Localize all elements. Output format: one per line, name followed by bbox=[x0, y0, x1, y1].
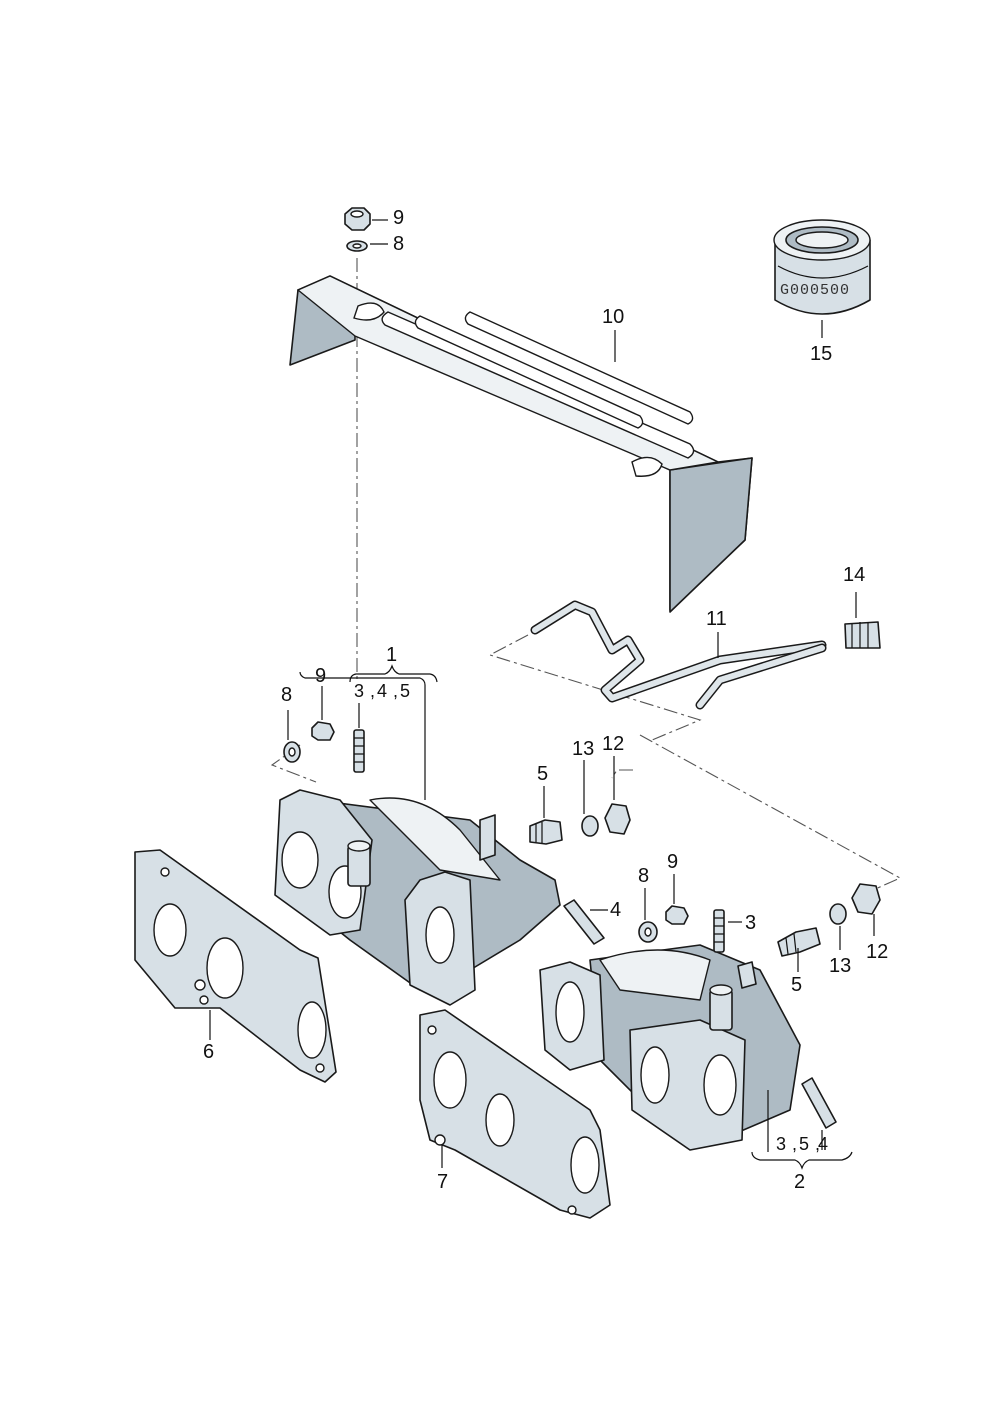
callout-2: 2 bbox=[794, 1171, 805, 1193]
callout-3-group1: 3 bbox=[354, 681, 364, 701]
nut-part-9-right bbox=[665, 874, 689, 925]
bracket-group-1 bbox=[349, 664, 438, 683]
callout-14: 14 bbox=[843, 564, 865, 586]
callout-comma-c: , bbox=[792, 1134, 797, 1154]
fitting-part-14 bbox=[844, 592, 881, 649]
assembly-lines bbox=[270, 258, 902, 896]
heat-shield-part-10 bbox=[289, 275, 753, 613]
callout-8-right: 8 bbox=[638, 865, 649, 887]
callout-labels: 9 8 10 15 14 11 1 3 , 4 , 5 8 9 5 13 12 … bbox=[203, 207, 888, 1193]
stud-part-4-left bbox=[563, 899, 608, 945]
exhaust-manifold-part-1 bbox=[274, 671, 561, 1006]
callout-10: 10 bbox=[602, 306, 624, 328]
callout-1: 1 bbox=[386, 644, 397, 666]
callout-6: 6 bbox=[203, 1041, 214, 1063]
callout-5-group2: 5 bbox=[799, 1134, 809, 1154]
callout-3-group2: 3 bbox=[776, 1134, 786, 1154]
callout-13-right: 13 bbox=[829, 955, 851, 977]
nut-part-12-left bbox=[604, 756, 631, 835]
callout-4-left: 4 bbox=[610, 899, 621, 921]
gasket-part-7 bbox=[419, 1009, 611, 1219]
callout-9-top: 9 bbox=[393, 207, 404, 229]
callout-7: 7 bbox=[437, 1171, 448, 1193]
part-number-label: G000500 bbox=[780, 282, 850, 299]
callout-comma-d: , bbox=[815, 1134, 820, 1154]
callout-comma-a: , bbox=[370, 681, 375, 701]
nut-part-12-right bbox=[851, 883, 881, 936]
callout-11: 11 bbox=[706, 608, 727, 630]
callout-5-group1: 5 bbox=[400, 681, 410, 701]
washer-part-8-left bbox=[283, 710, 301, 763]
ferrule-part-13-left bbox=[581, 760, 599, 837]
callout-15: 15 bbox=[810, 343, 832, 365]
gasket-part-6 bbox=[134, 849, 337, 1083]
exhaust-manifold-part-2 bbox=[539, 944, 801, 1152]
washer-part-8-right bbox=[638, 888, 658, 943]
callout-13-left: 13 bbox=[572, 738, 594, 760]
sealant-can-part-15: G000500 bbox=[773, 219, 871, 338]
stud-part-3-left bbox=[353, 703, 365, 773]
pipe-part-11 bbox=[530, 600, 827, 710]
ferrule-part-13-right bbox=[829, 903, 847, 950]
stud-part-3-right bbox=[713, 909, 742, 953]
callout-3-right: 3 bbox=[745, 912, 756, 934]
callout-4-group1: 4 bbox=[377, 681, 387, 701]
callout-8-top: 8 bbox=[393, 233, 404, 255]
callout-4-group2: 4 bbox=[818, 1134, 828, 1154]
callout-5-left: 5 bbox=[537, 763, 548, 785]
callout-comma-b: , bbox=[393, 681, 398, 701]
bracket-group-2 bbox=[751, 1151, 853, 1170]
bolt-part-5-left bbox=[529, 786, 563, 845]
bolt-part-5-right bbox=[777, 927, 821, 972]
nut-part-9-top bbox=[344, 207, 388, 231]
washer-part-8-top bbox=[346, 240, 388, 252]
callout-12-left: 12 bbox=[602, 733, 624, 755]
callout-12-right: 12 bbox=[866, 941, 888, 963]
stud-part-4-right bbox=[801, 1077, 837, 1150]
callout-9-left: 9 bbox=[315, 665, 326, 687]
callout-9-right: 9 bbox=[667, 851, 678, 873]
callout-5-right: 5 bbox=[791, 974, 802, 996]
callout-8-left: 8 bbox=[281, 684, 292, 706]
nut-part-9-left bbox=[311, 686, 335, 741]
